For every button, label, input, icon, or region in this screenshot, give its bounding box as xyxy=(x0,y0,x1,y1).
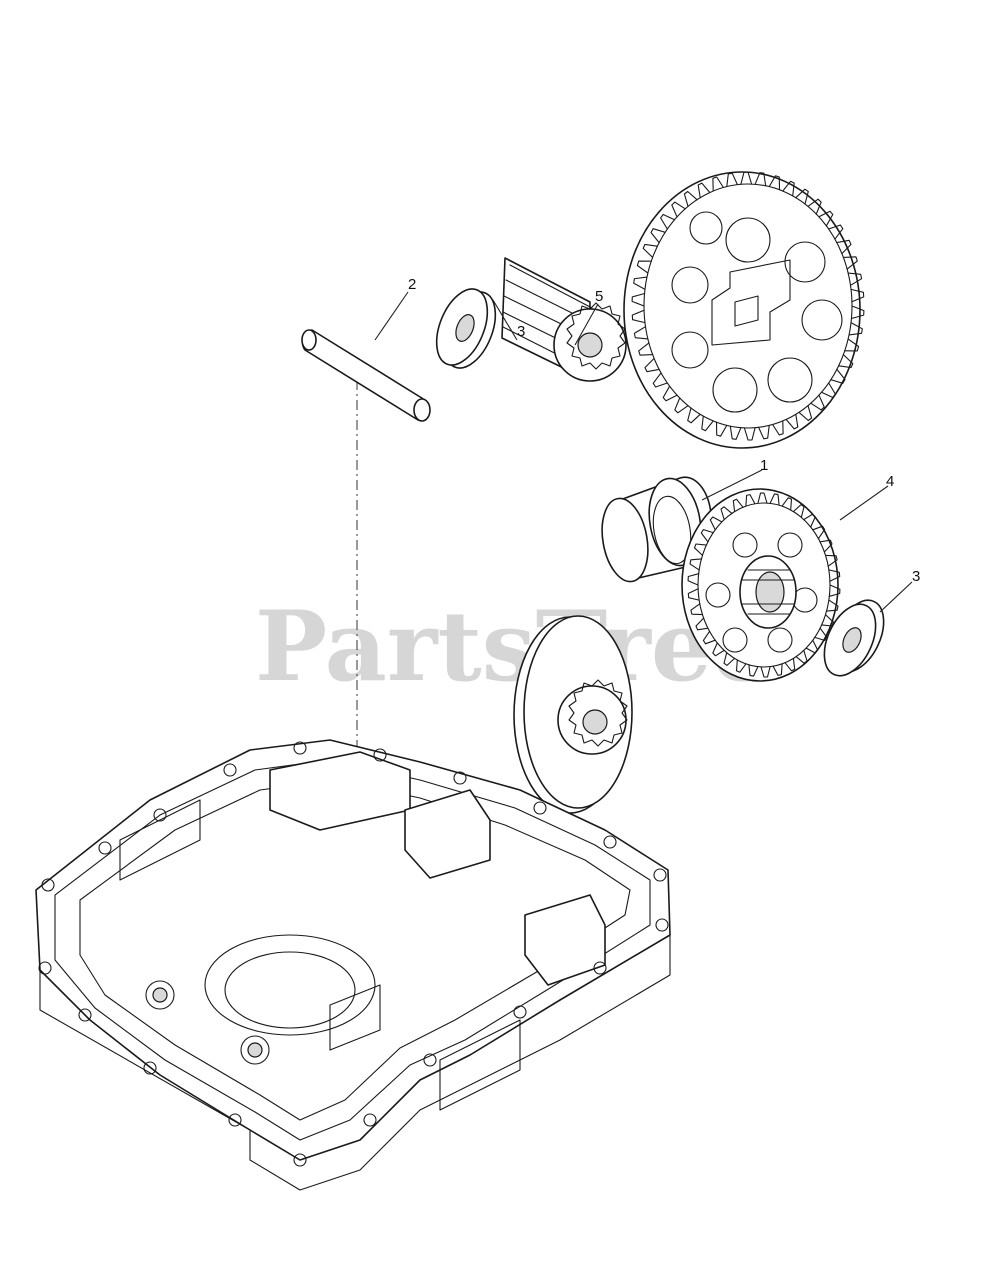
gear-teeth xyxy=(631,171,865,441)
bolt-hole xyxy=(78,1008,92,1022)
bolt-hole xyxy=(293,1153,307,1167)
bolt-hole xyxy=(293,741,307,755)
bolt-hole xyxy=(373,748,387,762)
leader-washer-right xyxy=(879,581,913,613)
callout-pin: 2 xyxy=(408,276,416,293)
bolt-hole xyxy=(153,808,167,822)
gear-teeth xyxy=(687,492,841,678)
bolt-hole xyxy=(41,878,55,892)
bolt-hole xyxy=(513,1005,527,1019)
large-gear-part[interactable] xyxy=(623,171,865,449)
bolt-hole xyxy=(363,1113,377,1127)
bolt-hole xyxy=(98,841,112,855)
bolt-hole xyxy=(143,1061,157,1075)
leader-washer-left xyxy=(492,299,518,341)
leader-bushing xyxy=(701,469,763,501)
bolt-hole xyxy=(453,771,467,785)
bolt-hole xyxy=(653,868,667,882)
callout-reduction-gear: 4 xyxy=(886,473,894,490)
bolt-hole xyxy=(38,961,52,975)
washer-left-part[interactable] xyxy=(427,282,506,376)
callout-washer-left: 3 xyxy=(517,323,525,340)
reduction-gear-part[interactable] xyxy=(681,488,841,682)
bolt-hole xyxy=(228,1113,242,1127)
bolt-hole xyxy=(533,801,547,815)
bolt-hole xyxy=(423,1053,437,1067)
leader-pin xyxy=(374,291,409,341)
callout-washer-right: 3 xyxy=(912,568,920,585)
pinion-part[interactable] xyxy=(501,257,627,382)
bushing-part[interactable] xyxy=(596,474,713,585)
washer-right-part[interactable] xyxy=(814,592,894,683)
bolt-hole xyxy=(223,763,237,777)
bolt-hole xyxy=(593,961,607,975)
bolt-hole xyxy=(603,835,617,849)
pin-part[interactable] xyxy=(301,329,431,422)
transmission-housing xyxy=(35,739,671,1191)
leader-pinion xyxy=(574,303,599,346)
bolt-hole xyxy=(655,918,669,932)
disc-pinion-part[interactable] xyxy=(513,615,633,814)
callout-bushing: 1 xyxy=(760,457,768,474)
callout-pinion: 5 xyxy=(595,288,603,305)
leader-reduction-gear xyxy=(839,485,889,521)
